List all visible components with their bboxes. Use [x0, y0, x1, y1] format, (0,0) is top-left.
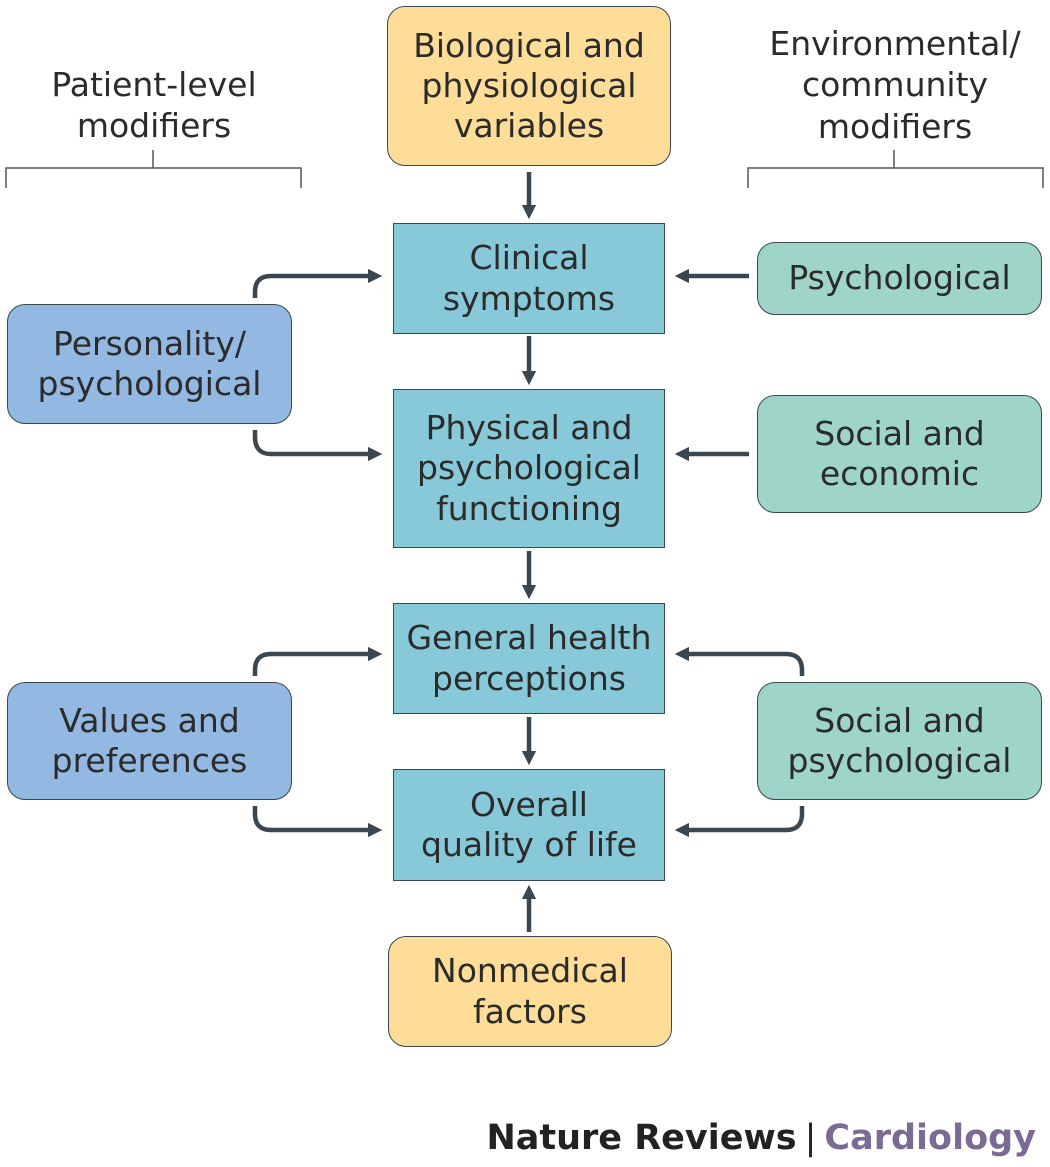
bracket-patient [5, 150, 302, 188]
credit-separator: | [804, 1118, 817, 1158]
arrow-values-to-qol [252, 806, 383, 838]
box-physical-psychological-functioning: Physical and psychological functioning [393, 389, 665, 548]
arrow-personality-to-functioning [252, 430, 383, 462]
bracket-environmental [747, 150, 1044, 188]
box-overall-quality-of-life: Overall quality of life [393, 769, 665, 881]
box-personality-psychological: Personality/ psychological [7, 304, 292, 424]
header-environmental-modifiers: Environmental/ community modifiers [769, 24, 1021, 146]
journal-credit: Nature Reviews|Cardiology [486, 1118, 1036, 1158]
header-patient-modifiers: Patient-level modifiers [51, 65, 257, 146]
publisher-name: Nature Reviews [486, 1118, 797, 1158]
box-values-preferences: Values and preferences [7, 682, 292, 800]
box-biological-variables: Biological and physiological variables [387, 6, 671, 166]
box-psychological: Psychological [757, 242, 1042, 315]
arrow-personality-to-symptoms [252, 268, 383, 298]
arrow-socialpsych-to-perceptions [674, 646, 805, 676]
arrow-values-to-perceptions [252, 646, 383, 676]
journal-name: Cardiology [824, 1118, 1036, 1158]
box-clinical-symptoms: Clinical symptoms [393, 223, 665, 334]
box-social-economic: Social and economic [757, 395, 1042, 513]
box-general-health-perceptions: General health perceptions [393, 603, 665, 714]
arrow-socialpsych-to-qol [674, 806, 805, 838]
box-social-psychological: Social and psychological [757, 682, 1042, 800]
box-nonmedical-factors: Nonmedical factors [388, 936, 672, 1047]
